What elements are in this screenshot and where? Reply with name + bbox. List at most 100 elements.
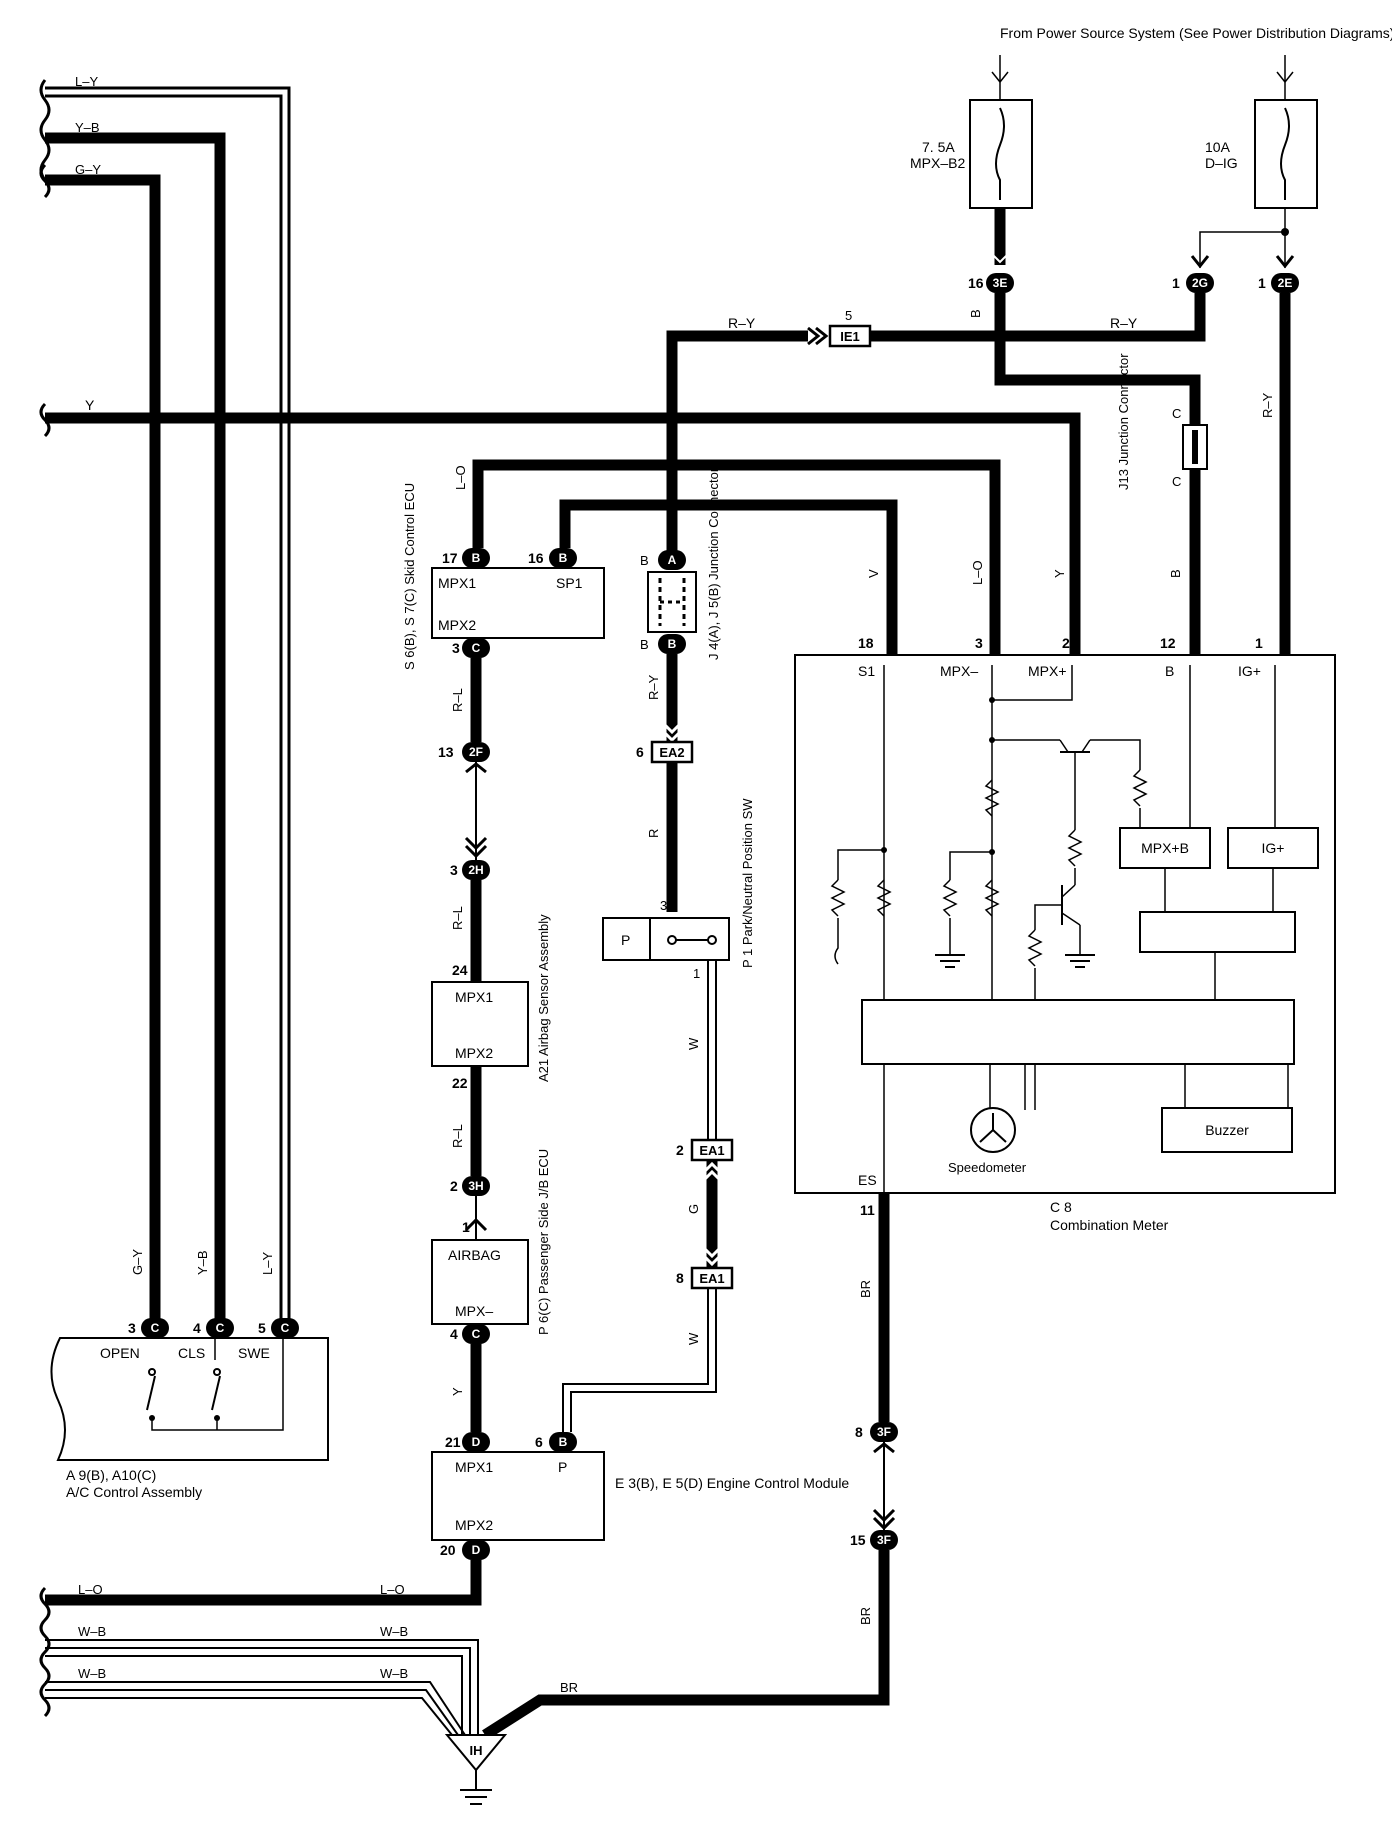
left-wire-bundle: L–Y Y–B G–Y (39, 74, 291, 1320)
svg-text:2: 2 (676, 1142, 684, 1158)
svg-text:2H: 2H (468, 863, 483, 877)
svg-text:W: W (686, 1037, 701, 1050)
buzzer-label: Buzzer (1205, 1122, 1249, 1138)
skid-control-ecu: B 17 B 16 MPX1 SP1 MPX2 C 3 S 6(B), S 7(… (402, 483, 605, 670)
svg-text:W–B: W–B (78, 1624, 106, 1639)
svg-text:BR: BR (858, 1607, 873, 1625)
svg-text:R–Y: R–Y (1110, 315, 1138, 331)
svg-text:R–Y: R–Y (728, 315, 756, 331)
svg-text:W–B: W–B (78, 1666, 106, 1681)
svg-text:1: 1 (693, 966, 700, 981)
svg-text:L–O: L–O (380, 1582, 405, 1597)
connector-ea1-top: EA1 2 (676, 1138, 734, 1162)
svg-text:R–Y: R–Y (646, 674, 661, 700)
svg-text:6: 6 (636, 744, 644, 760)
svg-text:13: 13 (438, 744, 454, 760)
svg-text:R–Y: R–Y (1260, 392, 1275, 418)
svg-text:IG+: IG+ (1238, 663, 1261, 679)
svg-text:W: W (686, 1332, 701, 1345)
svg-text:CLS: CLS (178, 1345, 205, 1361)
svg-text:R–L: R–L (450, 1124, 465, 1148)
svg-text:A21 Airbag Sensor Assembly: A21 Airbag Sensor Assembly (536, 914, 551, 1082)
svg-text:L–O: L–O (970, 560, 985, 585)
wire-v-skid-meter (559, 499, 898, 665)
junction-connector-j13: C C J13 Junction Connector (1116, 353, 1208, 490)
svg-text:L–Y: L–Y (75, 74, 98, 89)
svg-text:P: P (558, 1459, 567, 1475)
svg-text:B: B (668, 637, 677, 651)
svg-text:4: 4 (450, 1326, 458, 1342)
ig-box-label: IG+ (1262, 840, 1285, 856)
junction-connector-j4: A B B B J 4(A), J 5(B) Junction Connecto… (640, 467, 721, 660)
combination-meter-label: Combination Meter (1050, 1217, 1169, 1233)
svg-text:P 6(C) Passenger Side J/B ECU: P 6(C) Passenger Side J/B ECU (536, 1149, 551, 1335)
svg-text:2E: 2E (1278, 276, 1293, 290)
wire-w-pnp-ea1 (707, 960, 717, 1140)
park-neutral-position-switch: 3 P 1 P 1 Park/Neutral Position SW (602, 798, 755, 981)
fuse-d-ig: 10A D–IG (1205, 55, 1318, 209)
svg-text:5: 5 (845, 308, 852, 323)
svg-text:Y: Y (85, 397, 95, 413)
passenger-side-jb-ecu: 1 AIRBAG MPX– C 4 P 6(C) Passenger Side … (431, 1149, 551, 1344)
svg-text:S1: S1 (858, 663, 875, 679)
svg-text:B: B (640, 553, 649, 568)
connector-ea2: EA2 6 (636, 740, 694, 764)
svg-text:G–Y: G–Y (130, 1249, 145, 1275)
svg-text:OPEN: OPEN (100, 1345, 140, 1361)
combination-meter: 18 3 2 12 1 S1 MPX– MPX+ B IG+ (794, 635, 1336, 1233)
svg-text:1: 1 (1255, 635, 1263, 651)
fuse-mpx-b2: 7. 5A MPX–B2 (910, 55, 1033, 209)
svg-text:MPX+: MPX+ (1028, 663, 1067, 679)
svg-text:G–Y: G–Y (75, 162, 101, 177)
svg-text:MPX1: MPX1 (438, 575, 476, 591)
svg-text:Y–B: Y–B (75, 120, 100, 135)
svg-text:17: 17 (442, 550, 458, 566)
svg-text:Y: Y (450, 1387, 465, 1396)
svg-text:3: 3 (660, 898, 667, 913)
svg-text:B: B (559, 551, 568, 565)
wire-lo-skid-meter (472, 459, 1001, 665)
svg-text:W–B: W–B (380, 1666, 408, 1681)
svg-text:AIRBAG: AIRBAG (448, 1247, 501, 1263)
svg-text:G: G (686, 1204, 701, 1214)
svg-text:5: 5 (258, 1320, 266, 1336)
power-source-label: From Power Source System (See Power Dist… (1000, 25, 1392, 41)
svg-text:R–L: R–L (450, 906, 465, 930)
connector-ea1-bottom: EA1 8 (676, 1266, 734, 1290)
fuse-d-ig-name: D–IG (1205, 155, 1238, 171)
svg-text:16: 16 (968, 275, 984, 291)
svg-text:W–B: W–B (380, 1624, 408, 1639)
svg-text:A: A (668, 553, 677, 567)
svg-text:B: B (559, 1435, 568, 1449)
connector-2g: 2G 1 (1172, 273, 1214, 293)
combination-meter-code: C 8 (1050, 1199, 1072, 1215)
svg-text:SWE: SWE (238, 1345, 270, 1361)
ground-ih: IH (444, 1734, 508, 1805)
svg-text:3: 3 (128, 1320, 136, 1336)
svg-text:EA1: EA1 (699, 1271, 724, 1286)
svg-text:1: 1 (462, 1219, 470, 1235)
svg-text:3F: 3F (877, 1425, 891, 1439)
svg-text:MPX2: MPX2 (438, 617, 476, 633)
mpx-b-box-label: MPX+B (1141, 840, 1189, 856)
connector-2f: 2F 13 (438, 742, 490, 762)
wire-3e-j13 (994, 293, 1201, 425)
svg-text:3: 3 (452, 640, 460, 656)
svg-text:B: B (968, 309, 983, 318)
svg-text:22: 22 (452, 1075, 468, 1091)
svg-text:D: D (472, 1543, 481, 1557)
svg-text:C: C (1172, 474, 1181, 489)
svg-text:MPX–: MPX– (940, 663, 978, 679)
wire-w-ea1-ecm (562, 1288, 717, 1432)
connector-3e: 3E 16 (968, 273, 1014, 293)
svg-text:EA1: EA1 (699, 1143, 724, 1158)
svg-text:Y: Y (1052, 569, 1067, 578)
svg-text:R–L: R–L (450, 688, 465, 712)
ac-control-label: A/C Control Assembly (66, 1484, 202, 1500)
svg-text:BR: BR (560, 1680, 578, 1695)
fuse-mpx-b2-rating: 7. 5A (922, 139, 955, 155)
svg-text:P 1 Park/Neutral Position SW: P 1 Park/Neutral Position SW (740, 798, 755, 968)
svg-text:3: 3 (450, 862, 458, 878)
svg-text:16: 16 (528, 550, 544, 566)
